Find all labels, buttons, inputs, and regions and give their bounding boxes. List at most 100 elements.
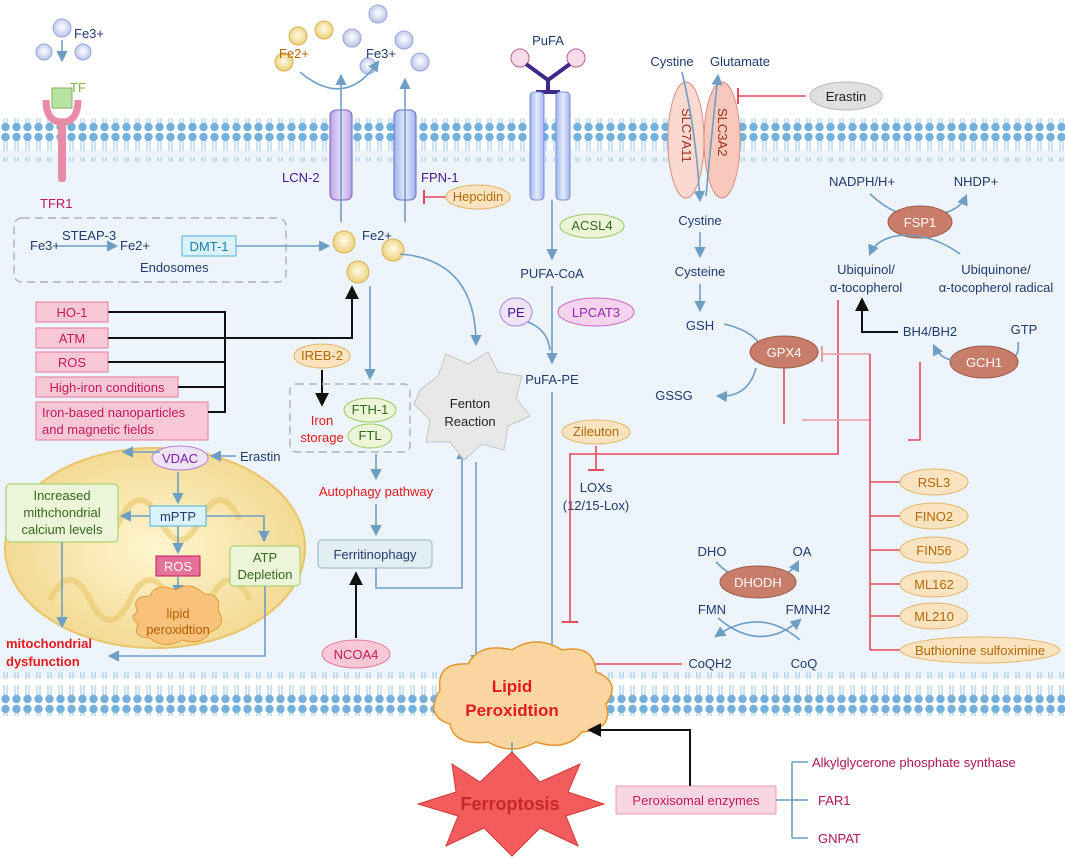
calcium-line-3: calcium levels bbox=[22, 522, 103, 537]
iron-storage-group: IREB-2 Iron storage FTH-1 FTL Autophagy … bbox=[289, 253, 531, 669]
fsp1-label: FSP1 bbox=[904, 215, 937, 230]
mito-erastin-label: Erastin bbox=[240, 449, 280, 464]
erastin-xc-label: Erastin bbox=[826, 89, 866, 104]
nadph-label: NADPH/H+ bbox=[829, 174, 895, 189]
endosome-fe3: Fe3+ bbox=[30, 238, 60, 253]
outcome-group: Lipid Peroxidtion Ferroptosis Peroxisoma… bbox=[416, 641, 1016, 857]
fsp1-group: NADPH/H+ NHDP+ FSP1 Ubiquinol/ α-tocophe… bbox=[829, 174, 1054, 379]
fe2-pool-label: Fe2+ bbox=[362, 228, 392, 243]
fe2-out-label: Fe2+ bbox=[279, 46, 309, 61]
endosome-group: Fe3+ STEAP-3 Fe2+ DMT-1 Endosomes bbox=[13, 217, 331, 283]
regulator-ros: ROS bbox=[58, 355, 87, 370]
mito-ros-label: ROS bbox=[164, 559, 193, 574]
dysfunction-line-1: mitochondrial bbox=[6, 636, 92, 651]
iron-storage-label-2: storage bbox=[300, 430, 343, 445]
inhibitor-fino2: FINO2 bbox=[915, 509, 953, 524]
gsh-label: GSH bbox=[686, 318, 714, 333]
calcium-line-2: mithchondrial bbox=[23, 505, 100, 520]
mptp-label: mPTP bbox=[160, 509, 196, 524]
mitochondria-group: VDAC Erastin mPTP Increased mithchondria… bbox=[4, 445, 306, 669]
fth1-label: FTH-1 bbox=[352, 402, 389, 417]
inhibitor-ml210: ML210 bbox=[914, 609, 954, 624]
inhibition-lines bbox=[562, 300, 921, 650]
nhdp-label: NHDP+ bbox=[954, 174, 998, 189]
pufa-group: PuFA ACSL4 PUFA-CoA PE LPCAT3 PuFA-PE Zi… bbox=[499, 33, 635, 667]
gpx4-label: GPX4 bbox=[767, 345, 802, 360]
fenton-line-2: Reaction bbox=[444, 414, 495, 429]
enzyme-gnpat: GNPAT bbox=[818, 831, 861, 846]
iron-storage-label-1: Iron bbox=[311, 413, 333, 428]
enzyme-agps: Alkylglycerone phosphate synthase bbox=[812, 755, 1016, 770]
coqh2-label: CoQH2 bbox=[688, 656, 731, 671]
regulator-nanoparticles-2: and magnetic fields bbox=[42, 422, 155, 437]
inhibitor-bso: Buthionine sulfoximine bbox=[915, 643, 1045, 658]
lipid-peroxidation-line-2: Peroxidtion bbox=[465, 701, 559, 720]
steap3-label: STEAP-3 bbox=[62, 228, 116, 243]
enzyme-far1: FAR1 bbox=[818, 793, 851, 808]
endosomes-label: Endosomes bbox=[140, 260, 209, 275]
hepcidin-label: Hepcidin bbox=[453, 189, 504, 204]
fe2-pool: Fe2+ bbox=[332, 228, 405, 284]
regulator-atm: ATM bbox=[59, 331, 85, 346]
dhodh-label: DHODH bbox=[734, 575, 782, 590]
pe-label: PE bbox=[507, 305, 525, 320]
lipid-peroxidation-line-1: Lipid bbox=[492, 677, 533, 696]
coq-label: CoQ bbox=[791, 656, 818, 671]
ubiquinone-line-1: Ubiquinone/ bbox=[961, 262, 1031, 277]
ncoa4-label: NCOA4 bbox=[334, 647, 379, 662]
ubiquinone-line-2: α-tocopherol radical bbox=[939, 280, 1054, 295]
ftl-label: FTL bbox=[358, 428, 381, 443]
vdac-label: VDAC bbox=[162, 451, 198, 466]
pufa-coa-label: PUFA-CoA bbox=[520, 266, 584, 281]
lox-line-2: (12/15-Lox) bbox=[563, 498, 629, 513]
lcn2-fpn1-group: Fe2+ Fe3+ LCN-2 FPN-1 Hepcidin bbox=[274, 4, 511, 222]
dmt1-label: DMT-1 bbox=[190, 239, 229, 254]
peroxisomal-label: Peroxisomal enzymes bbox=[632, 793, 760, 808]
slc7a11-label: SLC7A11 bbox=[679, 108, 694, 163]
iron-regulators: HO-1 ATM ROS High-iron conditions Iron-b… bbox=[35, 285, 359, 441]
gch1-label: GCH1 bbox=[966, 355, 1002, 370]
inhibitor-fin56: FIN56 bbox=[916, 543, 951, 558]
tfr1-label: TFR1 bbox=[40, 196, 73, 211]
lpcat3-label: LPCAT3 bbox=[572, 305, 620, 320]
atp-line-1: ATP bbox=[253, 550, 277, 565]
mito-lipid-line-1: lipid bbox=[166, 606, 189, 621]
ireb2-label: IREB-2 bbox=[301, 348, 343, 363]
inhibitor-rsl3: RSL3 bbox=[918, 475, 951, 490]
fmnh2-label: FMNH2 bbox=[786, 602, 831, 617]
cystine-in-label: Cystine bbox=[678, 213, 721, 228]
fpn1-label: FPN-1 bbox=[421, 170, 459, 185]
tf-tfr1-group: Fe3+ TF TFR1 bbox=[35, 18, 104, 211]
lcn2-label: LCN-2 bbox=[282, 170, 320, 185]
gtp-label: GTP bbox=[1011, 322, 1038, 337]
lox-line-1: LOXs bbox=[580, 480, 613, 495]
pufa-pe-label: PuFA-PE bbox=[525, 372, 579, 387]
endosome-fe2: Fe2+ bbox=[120, 238, 150, 253]
regulator-nanoparticles-1: Iron-based nanoparticles bbox=[42, 405, 186, 420]
zileuton-label: Zileuton bbox=[573, 424, 619, 439]
mito-lipid-line-2: peroxidtion bbox=[146, 622, 210, 637]
calcium-line-1: Increased bbox=[33, 488, 90, 503]
acsl4-label: ACSL4 bbox=[571, 218, 612, 233]
dysfunction-line-2: dysfunction bbox=[6, 654, 80, 669]
dho-label: DHO bbox=[698, 544, 727, 559]
tf-label: TF bbox=[70, 80, 86, 95]
fenton-line-1: Fenton bbox=[450, 396, 490, 411]
atp-line-2: Depletion bbox=[238, 567, 293, 582]
gssg-label: GSSG bbox=[655, 388, 693, 403]
pufa-label: PuFA bbox=[532, 33, 564, 48]
fe3-top-label: Fe3+ bbox=[74, 26, 104, 41]
cysteine-label: Cysteine bbox=[675, 264, 726, 279]
autophagy-label: Autophagy pathway bbox=[319, 484, 434, 499]
ubiquinol-line-1: Ubiquinol/ bbox=[837, 262, 895, 277]
fmn-label: FMN bbox=[698, 602, 726, 617]
oa-label: OA bbox=[793, 544, 812, 559]
dhodh-group: DHO OA DHODH FMN FMNH2 CoQH2 CoQ bbox=[589, 544, 831, 672]
ferroptosis-label: Ferroptosis bbox=[460, 794, 559, 814]
inhibitor-ml162: ML162 bbox=[914, 577, 954, 592]
slc3a2-label: SLC3A2 bbox=[715, 108, 730, 156]
glutamate-label: Glutamate bbox=[710, 54, 770, 69]
inhibitor-list: RSL3 FINO2 FIN56 ML162 ML210 Buthionine … bbox=[870, 468, 1061, 664]
